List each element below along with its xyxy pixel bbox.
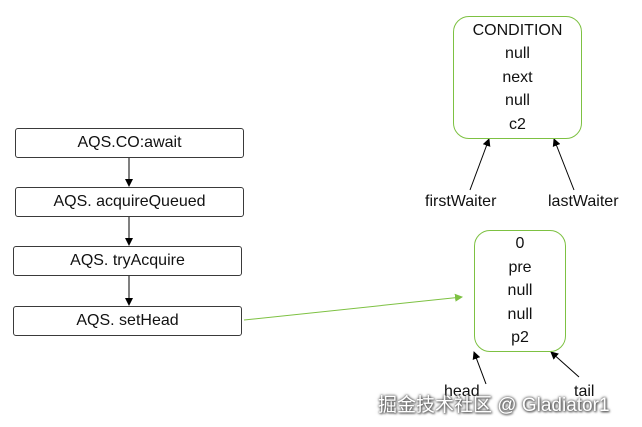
condition-node-line-5: c2 — [509, 115, 526, 133]
condition-node-line-3: next — [502, 68, 533, 86]
step-try-acquire: AQS. tryAcquire — [13, 246, 242, 276]
step-acquire-queued-label: AQS. acquireQueued — [53, 193, 206, 210]
watermark: 掘金技术社区 @ Gladiator1 — [378, 395, 610, 416]
tail-arrow — [550, 351, 580, 378]
sync-node-line-4: null — [507, 305, 533, 323]
step-set-head-label: AQS. setHead — [76, 312, 179, 329]
step-acquire-queued: AQS. acquireQueued — [15, 187, 244, 217]
step-await: AQS.CO:await — [15, 128, 244, 158]
last-waiter-arrow — [552, 138, 575, 191]
first-waiter-arrow — [469, 138, 491, 191]
condition-node: CONDITION null next null c2 — [453, 16, 582, 139]
sethead-to-node-arrow — [243, 293, 463, 321]
last-waiter-label: lastWaiter — [548, 193, 619, 210]
condition-node-line-4: null — [505, 92, 530, 110]
condition-node-line-2: null — [505, 45, 530, 63]
sync-node-line-3: null — [507, 282, 533, 300]
step-set-head: AQS. setHead — [13, 306, 242, 336]
step-await-label: AQS.CO:await — [77, 134, 182, 151]
sync-queue-node: 0 pre null null p2 — [474, 230, 566, 352]
sync-node-line-1: 0 — [515, 235, 525, 253]
condition-node-line-1: CONDITION — [472, 21, 563, 39]
head-label: head — [444, 383, 480, 400]
step-try-acquire-label: AQS. tryAcquire — [70, 252, 185, 269]
sync-node-line-2: pre — [508, 258, 532, 276]
sync-node-line-5: p2 — [511, 329, 529, 347]
tail-label: tail — [574, 383, 595, 400]
head-arrow — [472, 351, 487, 385]
first-waiter-label: firstWaiter — [425, 193, 497, 210]
